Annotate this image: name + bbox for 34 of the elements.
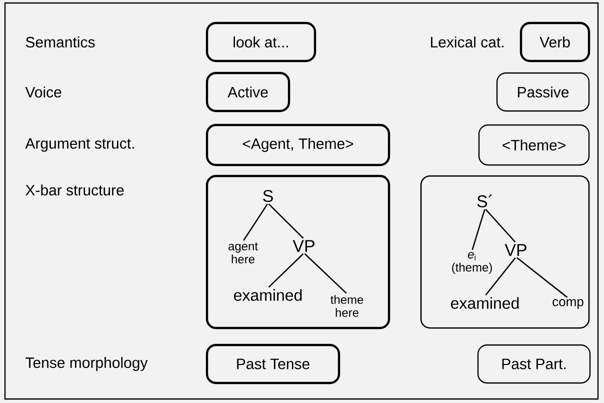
tree-label: VP xyxy=(292,240,314,252)
term-box: <Agent, Theme> xyxy=(206,124,390,166)
tree-label: examined xyxy=(451,297,519,309)
tree-branch xyxy=(485,257,516,296)
term-box: Past Part. xyxy=(477,344,591,384)
tree-branch xyxy=(472,209,486,250)
tree-branch xyxy=(304,253,347,294)
row-label: Voice xyxy=(25,86,62,98)
tree-branch xyxy=(485,208,516,243)
tree-label: comp xyxy=(552,299,584,309)
tree-branch xyxy=(516,257,568,298)
term-box: Verb xyxy=(520,22,590,62)
term-box: Past Tense xyxy=(206,344,340,384)
term-box: <Theme> xyxy=(478,124,590,166)
term-box: Passive xyxy=(496,72,590,112)
tree-label: S´ xyxy=(477,194,492,208)
row-label: Tense morphology xyxy=(26,357,148,371)
tree-branch xyxy=(268,203,304,239)
row-label: Argument struct. xyxy=(25,138,134,152)
row-label: Lexical cat. xyxy=(431,36,504,48)
term-box: look at... xyxy=(206,22,316,62)
tree-label: theme here xyxy=(330,295,364,317)
tree-label: e$_{i}$ (theme) xyxy=(452,252,492,274)
tree-label: S xyxy=(263,190,273,202)
tree-panel xyxy=(420,175,590,329)
tree-panel xyxy=(206,174,390,330)
row-label: X-bar structure xyxy=(26,184,124,196)
tree-label: examined xyxy=(234,289,302,301)
tree-label: VP xyxy=(504,244,526,256)
tree-branch xyxy=(243,204,268,241)
tree-branch xyxy=(268,253,304,288)
row-label: Semantics xyxy=(26,36,95,48)
tree-label: agent here xyxy=(228,242,258,264)
term-box: Active xyxy=(206,72,290,112)
